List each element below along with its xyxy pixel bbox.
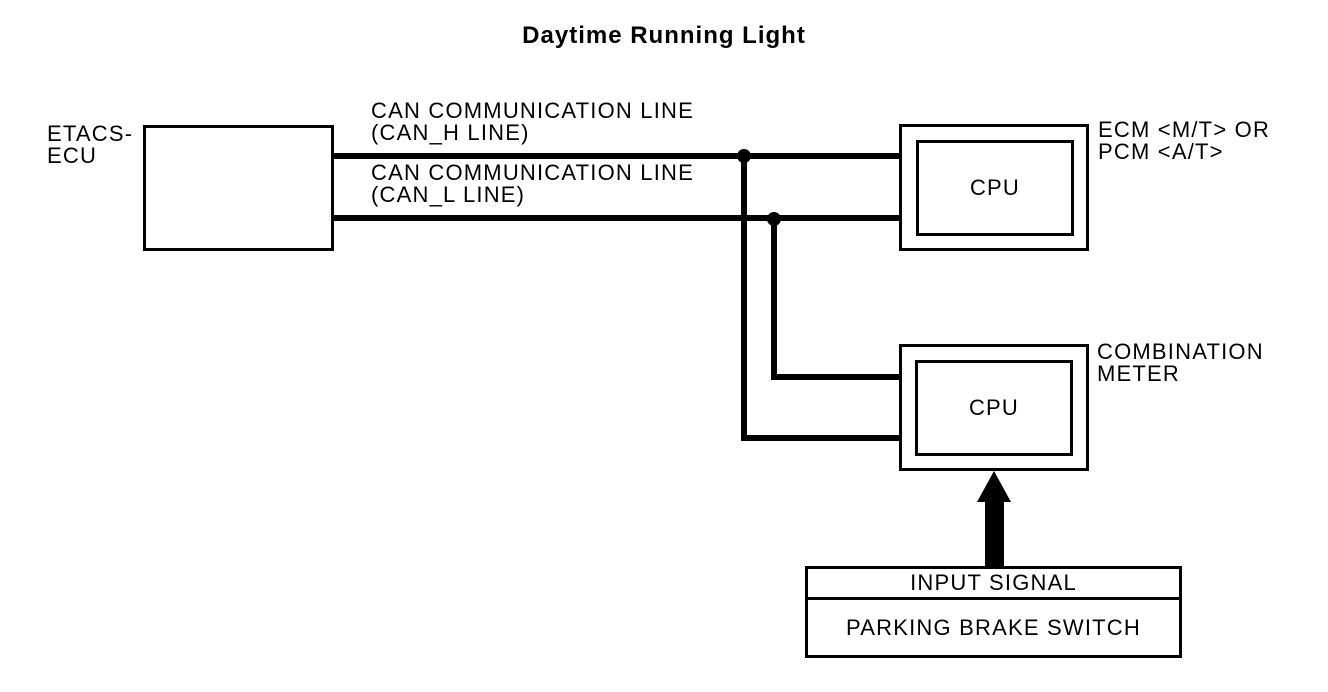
ecm-pcm-label-line1: ECM <M/T> OR — [1098, 117, 1271, 142]
diagram-title: Daytime Running Light — [522, 22, 806, 49]
etacs-ecu-label: ETACS- ECU — [47, 123, 133, 167]
etacs-ecu-label-line1: ETACS- — [47, 121, 134, 146]
can-l-label: CAN COMMUNICATION LINE (CAN_L LINE) — [371, 162, 694, 206]
combination-meter-cpu-box: CPU — [915, 360, 1073, 456]
input-signal-row: INPUT SIGNAL — [808, 569, 1179, 600]
up-arrow-icon — [977, 471, 1011, 502]
etacs-ecu-box — [143, 125, 334, 251]
parking-brake-switch-row: PARKING BRAKE SWITCH — [808, 600, 1179, 655]
combination-meter-label: COMBINATION METER — [1097, 341, 1264, 385]
can-h-wire — [333, 153, 916, 159]
combination-meter-label-line1: COMBINATION — [1097, 339, 1264, 364]
input-signal-label: INPUT SIGNAL — [910, 570, 1077, 595]
ecm-pcm-label: ECM <M/T> OR PCM <A/T> — [1098, 119, 1270, 163]
parking-brake-switch-box: INPUT SIGNAL PARKING BRAKE SWITCH — [805, 566, 1182, 658]
can-h-label-line1: CAN COMMUNICATION LINE — [371, 98, 695, 123]
can-l-wire — [333, 215, 916, 221]
combination-meter-cpu-label: CPU — [968, 395, 1020, 420]
can-h-branch-horizontal — [741, 435, 916, 441]
can-l-label-line1: CAN COMMUNICATION LINE — [371, 160, 695, 185]
can-h-branch-vertical — [741, 153, 747, 441]
can-l-branch-vertical — [771, 215, 777, 380]
can-h-label: CAN COMMUNICATION LINE (CAN_H LINE) — [371, 100, 694, 144]
etacs-ecu-label-line2: ECU — [47, 143, 98, 168]
combination-meter-label-line2: METER — [1097, 361, 1180, 386]
up-arrow-stem — [985, 500, 1004, 566]
ecm-pcm-cpu-box: CPU — [916, 140, 1074, 236]
parking-brake-switch-label: PARKING BRAKE SWITCH — [846, 614, 1141, 640]
can-l-branch-horizontal — [771, 374, 916, 380]
ecm-pcm-label-line2: PCM <A/T> — [1098, 139, 1224, 164]
ecm-pcm-cpu-label: CPU — [969, 175, 1021, 200]
can-h-label-line2: (CAN_H LINE) — [371, 120, 530, 145]
can-l-label-line2: (CAN_L LINE) — [371, 182, 526, 207]
